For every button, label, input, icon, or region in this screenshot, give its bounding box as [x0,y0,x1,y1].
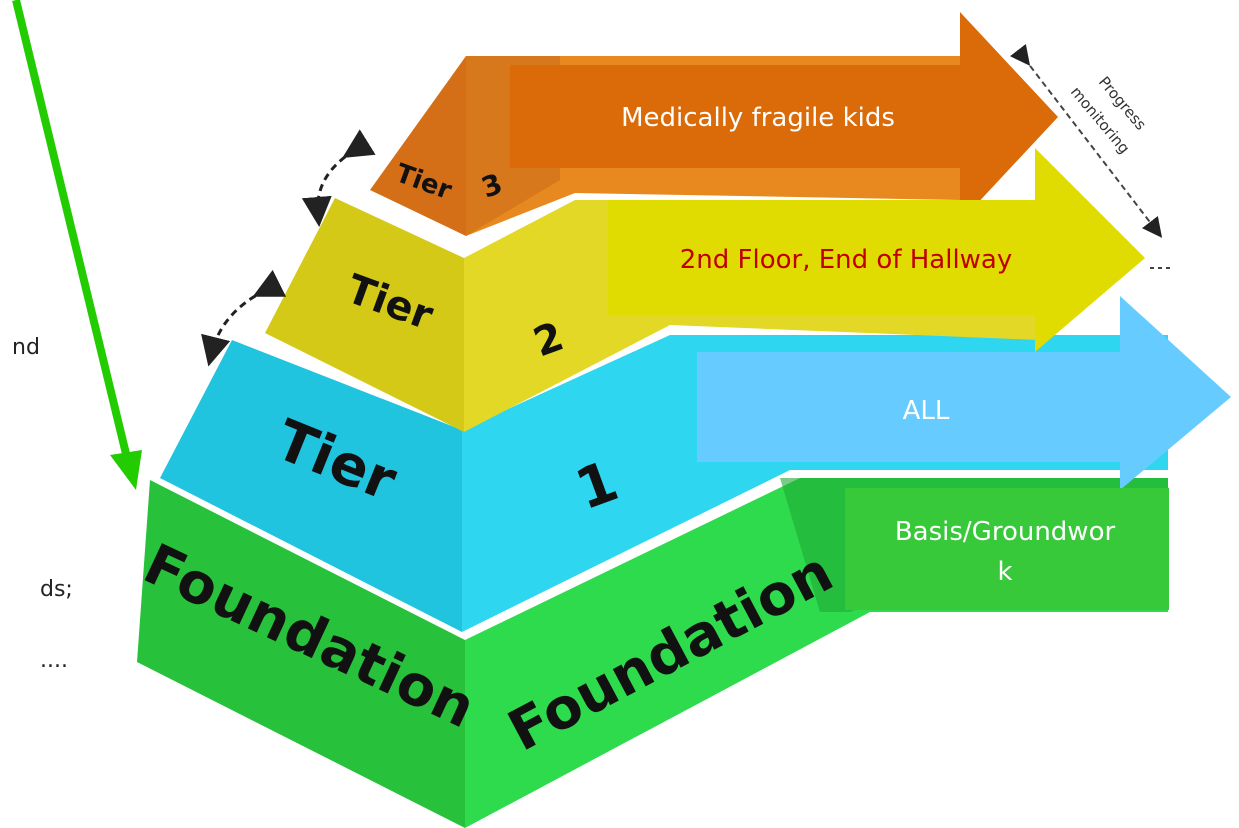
curved-arrow-tier2-tier1 [201,269,287,367]
side-text-fragment-2: ds; [40,577,73,602]
progress-dashed-arrow [1009,43,1163,238]
foundation-box-label-line1: Basis/Groundwor [895,517,1116,547]
tier2-arrow-label: 2nd Floor, End of Hallway [680,245,1013,275]
tier-transition-arrows [201,129,376,367]
tier2-arrow: 2nd Floor, End of Hallway [608,148,1145,352]
foundation-box-label-line2: k [997,557,1012,587]
tier1-arrow-label: ALL [903,396,950,426]
foundation-box: Basis/Groundwor k [845,488,1169,610]
tier3-arrow: Medically fragile kids [510,12,1058,222]
side-text-fragment-1: nd [12,335,40,360]
green-pointer-arrow [12,0,142,490]
tier1-arrow: ALL [697,296,1231,490]
curved-arrow-tier3-tier2 [301,129,376,227]
side-text-fragment-3: .... [40,648,68,673]
tier3-arrow-label: Medically fragile kids [621,103,895,133]
